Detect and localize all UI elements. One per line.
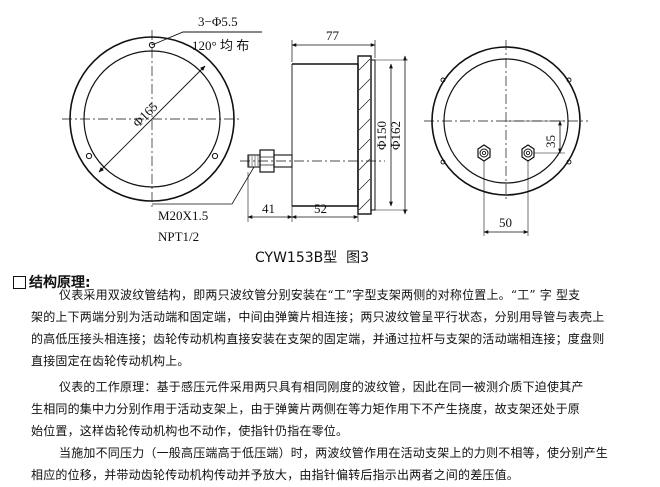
thread-leader xyxy=(152,166,255,205)
side-body xyxy=(292,63,359,207)
p3-line-1: 当施加不同压力（一般高压端高于低压端）时，两波纹管作用在活动支架上的力则不相等，… xyxy=(59,446,609,460)
holes-spacing-label: 120° 均 布 xyxy=(192,38,249,53)
thread-label-2: NPT1/2 xyxy=(158,229,199,244)
p2-line-2: 生相同的集中力分别作用于活动支架上，由于弹簧片两侧在等力矩作用下不产生挠度，故支… xyxy=(31,402,581,416)
rear-view xyxy=(424,40,588,236)
stem-neck xyxy=(273,154,293,168)
side-view xyxy=(152,40,408,222)
dim-52-label: 52 xyxy=(314,201,327,216)
p1-line-2: 架的上下两端分别为活动端和固定端，中间由弹簧片相连接；两只波纹管呈平行状态，分别… xyxy=(31,310,605,324)
section-heading: 结构原理: xyxy=(13,272,91,292)
p1-line-4: 直接固定在齿轮传动机构上。 xyxy=(31,354,190,368)
mount-hole-left xyxy=(85,152,93,160)
front-view xyxy=(62,30,262,210)
dim-35-label: 35 xyxy=(543,135,558,148)
port-high xyxy=(477,144,491,162)
figure-caption: CYW153B型 图3 xyxy=(255,250,369,266)
p1-line-3: 的高低压接头相连接；齿轮传动机构直接安装在支架的固定端，并通过拉杆与支架的活动端… xyxy=(31,332,605,346)
dim-41-label: 41 xyxy=(262,201,275,216)
mount-hole-right xyxy=(211,152,219,160)
hole-leader xyxy=(151,31,262,46)
p2-line-1: 仪表的工作原理：基于感压元件采用两只具有相同刚度的波纹管，因此在同一被测介质下迫… xyxy=(59,380,584,394)
p2-line-3: 始位置，这样齿轮传动机构也不动作，使指针仍指在零位。 xyxy=(31,424,349,438)
thread-label-1: M20X1.5 xyxy=(158,208,208,223)
side-bezel-lip xyxy=(370,59,376,211)
mount-hole-top xyxy=(148,41,156,49)
p1-line-1: 仪表采用双波纹管结构，即两只波纹管分别安装在“工”字型支架两侧的对称位置上。“工… xyxy=(59,288,581,302)
dim-77-label: 77 xyxy=(326,28,340,43)
section-title: 结构原理: xyxy=(29,275,91,291)
port-low xyxy=(521,144,535,162)
dim-50-label: 50 xyxy=(499,215,512,230)
p3-line-2: 相应的位移，并带动齿轮传动机构传动并予放大，由指针偏转后指示出两者之间的差压值。 xyxy=(31,468,520,482)
front-dia-leader xyxy=(98,65,206,173)
dim-150-label: Φ150 xyxy=(374,121,389,150)
dim-162-label: Φ162 xyxy=(388,121,403,150)
checkbox-icon xyxy=(13,275,26,289)
holes-label: 3−Φ5.5 xyxy=(198,14,238,29)
